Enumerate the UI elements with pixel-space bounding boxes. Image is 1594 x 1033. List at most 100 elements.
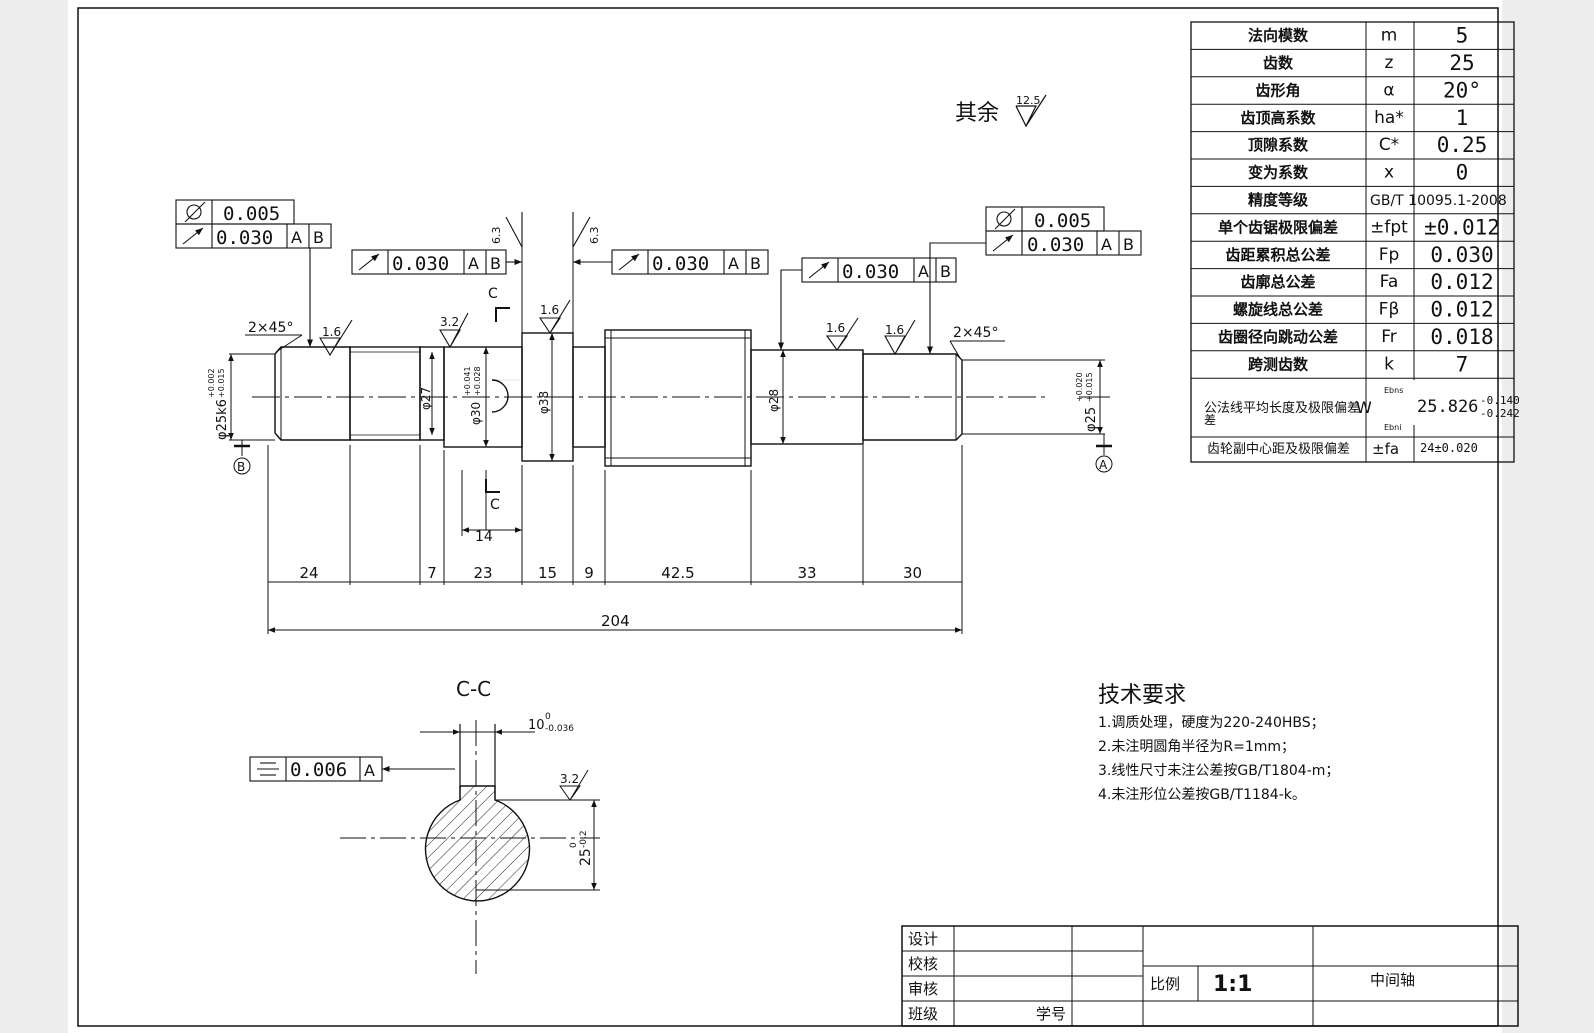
- surface-finish-label: 其余: [955, 101, 999, 126]
- gear-param-value-2: 20°: [1443, 78, 1481, 102]
- section-depth-tol-top: 0: [569, 842, 579, 848]
- gear-param-symbol-6: GB/T 10095.1-2008: [1370, 193, 1507, 209]
- length-label-1: 7: [427, 564, 437, 582]
- gear-param-value-12: 7: [1456, 352, 1469, 376]
- dia-left-tol-top: +0.002: [207, 368, 216, 398]
- rough-6: 6.3: [490, 227, 503, 245]
- tol-right-datum-a: A: [1101, 235, 1112, 254]
- rough-7: 6.3: [588, 227, 601, 245]
- rough-4: 1.6: [826, 321, 845, 335]
- tb-check: 校核: [908, 955, 938, 973]
- tech-item-1: 1.调质处理，硬度为220-240HBS；: [1098, 715, 1325, 731]
- key-width-tol-top: 0: [545, 712, 551, 722]
- drawing-border: [77, 7, 1499, 1027]
- dia-30-tol-bot: +0.028: [473, 366, 482, 396]
- dia-30: φ30: [469, 402, 483, 425]
- rough-3: 1.6: [540, 303, 559, 317]
- gear-param-symbol-10: Fβ: [1379, 300, 1400, 320]
- gear-w-tol-top: -0.140: [1480, 394, 1520, 407]
- tol-mid-left-datum-a: A: [468, 254, 479, 273]
- gear-param-symbol-11: Fr: [1381, 327, 1397, 347]
- gear-param-symbol-12: k: [1384, 354, 1394, 374]
- gear-param-symbol-4: C*: [1379, 135, 1399, 155]
- dia-left-tol-bot: +0.015: [217, 368, 226, 398]
- paper: [68, 0, 1502, 1033]
- tol-right-third-datum-a: A: [918, 262, 929, 281]
- dia-28: φ28: [767, 389, 781, 412]
- gear-param-value-11: 0.018: [1430, 325, 1493, 349]
- section-cut-marks: [485, 307, 510, 530]
- datum-a-label: A: [1099, 458, 1108, 472]
- rough-2: 3.2: [440, 315, 459, 329]
- tech-item-4: 4.未注形位公差按GB/T1184-k。: [1098, 787, 1306, 803]
- chamfer-left-label: 2×45°: [248, 320, 293, 336]
- tol-section-sym: 0.006: [290, 759, 347, 781]
- gear-center-name: 齿轮副中心距及极限偏差: [1207, 442, 1350, 457]
- key-width-tol-bot: -0.036: [545, 724, 574, 734]
- gear-param-name-6: 精度等级: [1248, 191, 1309, 209]
- length-label-0: 24: [299, 564, 318, 582]
- tol-left-datum-a: A: [291, 228, 302, 247]
- gear-param-name-4: 顶隙系数: [1248, 136, 1309, 154]
- title-block: [901, 925, 1519, 1027]
- dia-right-tol-bot: +0.015: [1085, 372, 1094, 402]
- gear-param-name-10: 螺旋线总公差: [1233, 301, 1323, 319]
- chamfer-right: 2×45°: [949, 325, 1005, 359]
- tol-right-datum-b: B: [1123, 235, 1134, 254]
- tolerance-values: 0.005 0.030 A B 0.005 0.030 A B 0.030 A …: [216, 203, 1134, 781]
- tol-mid-right-datum-a: A: [728, 254, 739, 273]
- tech-item-3: 3.线性尺寸未注公差按GB/T1804-m；: [1098, 763, 1339, 779]
- tol-mid-right: 0.030: [652, 253, 709, 275]
- total-length: 204: [601, 612, 630, 630]
- tb-part-name: 中间轴: [1370, 971, 1415, 989]
- gear-param-symbol-8: Fp: [1379, 245, 1400, 265]
- gear-param-value-7: ±0.012: [1424, 215, 1500, 239]
- length-label-6: 33: [797, 564, 816, 582]
- gear-param-value-0: 5: [1456, 24, 1469, 48]
- dia-right: φ25: [1084, 407, 1099, 432]
- length-label-5: 42.5: [661, 564, 694, 582]
- dia-right-tol-top: +0.020: [1075, 372, 1084, 402]
- tol-mid-right-datum-b: B: [750, 254, 761, 273]
- tol-left-cyl: 0.005: [223, 203, 280, 225]
- gear-param-symbol-5: x: [1384, 163, 1394, 183]
- tol-left-datum-b: B: [313, 228, 324, 247]
- key-width: 10: [528, 718, 545, 733]
- gear-w-sub-top: Ebns: [1384, 386, 1403, 395]
- gear-center-value: 24±0.020: [1420, 441, 1478, 455]
- tol-right-third-datum-b: B: [940, 262, 951, 281]
- technical-requirements: 技术要求 1.调质处理，硬度为220-240HBS； 2.未注明圆角半径为R=1…: [1098, 683, 1339, 803]
- section-view: C-C 10 0 -0.036 25 0 -0.2 3.2: [340, 677, 600, 974]
- tech-item-2: 2.未注明圆角半径为R=1mm；: [1098, 739, 1295, 755]
- gear-param-value-5: 0: [1456, 161, 1469, 185]
- section-rough: 3.2: [560, 772, 579, 786]
- length-label-2: 23: [473, 564, 492, 582]
- gear-center-sym: ±fa: [1372, 440, 1399, 458]
- tb-student-id: 学号: [1036, 1005, 1066, 1023]
- diameter-labels: φ25k6 +0.002 +0.015 φ27 φ30 +0.041 +0.02…: [207, 366, 1099, 440]
- tol-mid-left-datum-b: B: [490, 254, 501, 273]
- gear-param-symbol-0: m: [1381, 26, 1398, 46]
- length-label-3: 15: [538, 564, 557, 582]
- gear-param-value-10: 0.012: [1430, 298, 1493, 322]
- dia-27: φ27: [419, 387, 433, 410]
- gear-param-symbol-2: α: [1383, 80, 1394, 100]
- gear-parameter-table: [1190, 21, 1515, 463]
- gear-param-symbol-7: ±fpt: [1370, 217, 1408, 237]
- gear-w-name-wrap: 差: [1204, 413, 1216, 427]
- tol-right-runout: 0.030: [1027, 234, 1084, 256]
- tech-title: 技术要求: [1098, 683, 1186, 708]
- gear-w-tol-bot: -0.242: [1480, 407, 1520, 420]
- tb-scale-value: 1:1: [1213, 972, 1252, 997]
- gear-param-name-8: 齿距累积总公差: [1225, 246, 1330, 264]
- datum-b-label: B: [237, 460, 245, 474]
- gear-param-value-9: 0.012: [1430, 270, 1493, 294]
- tol-right-cyl: 0.005: [1034, 210, 1091, 232]
- tol-right-third: 0.030: [842, 261, 899, 283]
- dia-38: φ38: [537, 391, 551, 414]
- gear-param-name-12: 跨测齿数: [1248, 355, 1309, 373]
- gear-param-name-2: 齿形角: [1255, 81, 1300, 99]
